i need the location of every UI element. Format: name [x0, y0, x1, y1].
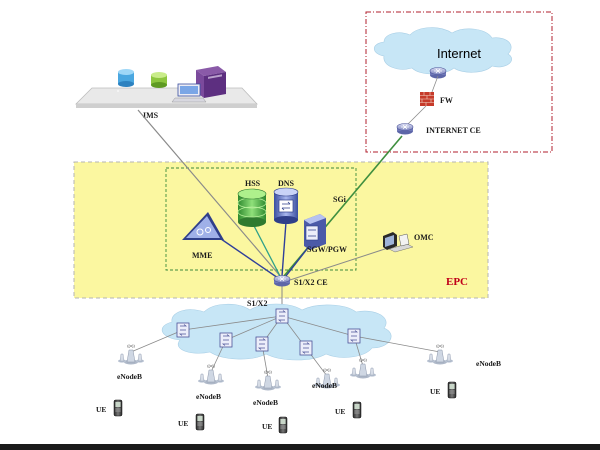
enodeb-label: eNodeB [253, 398, 278, 407]
hss-label: HSS [245, 179, 261, 188]
enodeb-label: eNodeB [117, 372, 142, 381]
enodeb-antenna-icon [117, 342, 145, 365]
mme-icon [182, 212, 224, 240]
sgw-pgw-icon [304, 214, 326, 250]
ue-phone-icon [195, 413, 205, 431]
hss-database-icon [237, 188, 267, 227]
internet-region: Internet FW INTERNET CE [365, 11, 553, 153]
enodeb-label: eNodeB [196, 392, 221, 401]
internet-ce-router-icon [396, 123, 414, 135]
ue-phone-icon [352, 401, 362, 419]
core-services-box [165, 167, 357, 271]
s1x2-ce-router-icon [273, 275, 291, 287]
ims-platform: IMS [75, 66, 258, 120]
mme-label: MME [192, 251, 212, 260]
enodeb-antenna-icon [426, 342, 454, 365]
access-switch-icon [176, 322, 190, 338]
firewall-icon [420, 92, 434, 106]
s1x2-label: S1/X2 [247, 299, 267, 308]
database-icon [151, 72, 167, 88]
access-switch-icon [299, 340, 313, 356]
sgw-pgw-label: SGW/PGW [307, 245, 347, 254]
computer-icon [171, 83, 207, 103]
ue-label: UE [178, 419, 188, 428]
ue-phone-icon [113, 399, 123, 417]
enodeb-antenna-icon [349, 356, 377, 379]
access-switch-icon [255, 336, 269, 352]
epc-label: EPC [446, 276, 468, 288]
enodeb-label: eNodeB [476, 359, 501, 368]
enodeb-antenna-icon [254, 368, 282, 391]
omc-label: OMC [414, 233, 434, 242]
dns-label: DNS [278, 179, 295, 188]
access-switch-icon [347, 328, 361, 344]
ue-label: UE [430, 387, 440, 396]
access-switch-icon [275, 308, 289, 324]
s1x2-ce-label: S1/X2 CE [294, 278, 328, 287]
internet-label: Internet [437, 46, 481, 61]
enodeb-antenna-icon [197, 362, 225, 385]
bottom-bar [0, 444, 600, 450]
ue-label: UE [96, 405, 106, 414]
fw-label: FW [440, 96, 453, 105]
enodeb-label: eNodeB [312, 381, 337, 390]
sgi-label: SGi [333, 195, 347, 204]
transport-cloud [161, 303, 392, 361]
server-icon [196, 66, 226, 98]
database-icon [118, 69, 134, 87]
ims-label: IMS [143, 111, 159, 120]
ue-label: UE [335, 407, 345, 416]
internet-ce-label: INTERNET CE [426, 126, 481, 135]
access-switch-icon [219, 332, 233, 348]
ue-label: UE [262, 422, 272, 431]
ue-phone-icon [447, 381, 457, 399]
ue-phone-icon [278, 416, 288, 434]
omc-computer-icon [383, 232, 414, 253]
dns-server-icon [273, 187, 299, 224]
